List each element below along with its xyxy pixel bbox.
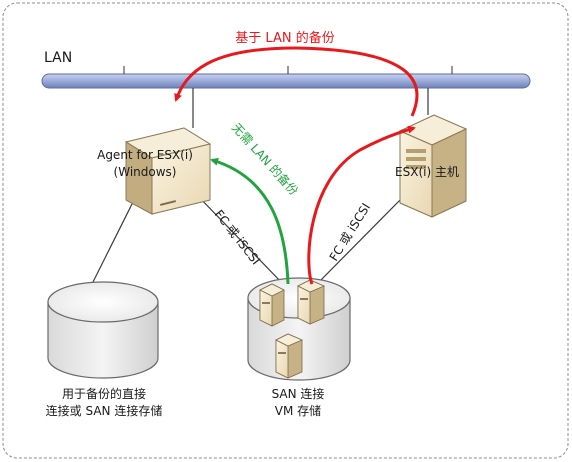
- lan-backup-arrow-icon: [174, 46, 419, 117]
- lan-free-backup-arrow-icon: [210, 157, 290, 285]
- san-storage-label-line1: SAN 连接: [272, 386, 325, 401]
- local-storage-label-line1: 用于备份的直接: [62, 386, 146, 401]
- network-links: [91, 88, 429, 286]
- server-tower-icon: [124, 127, 212, 215]
- lan-label: LAN: [44, 50, 72, 66]
- agent-name-line2: (Windows): [114, 165, 177, 179]
- server-tower-icon: [398, 114, 468, 218]
- esx-host-label: ESX(i) 主机: [395, 165, 459, 179]
- san-to-host-arrow-icon: [307, 125, 416, 285]
- local-storage-label-line2: 连接或 SAN 连接存储: [46, 403, 163, 418]
- server-tower-icon: [275, 333, 304, 379]
- agent-name-line1: Agent for ESX(i): [97, 148, 193, 162]
- server-tower-icon: [259, 283, 285, 327]
- lan-backup-label: 基于 LAN 的备份: [235, 30, 334, 46]
- server-tower-icon: [297, 279, 326, 325]
- database-cylinder-icon: [47, 281, 159, 379]
- lan-bus-icon: [41, 66, 531, 89]
- san-storage-label-line2: VM 存储: [275, 403, 321, 418]
